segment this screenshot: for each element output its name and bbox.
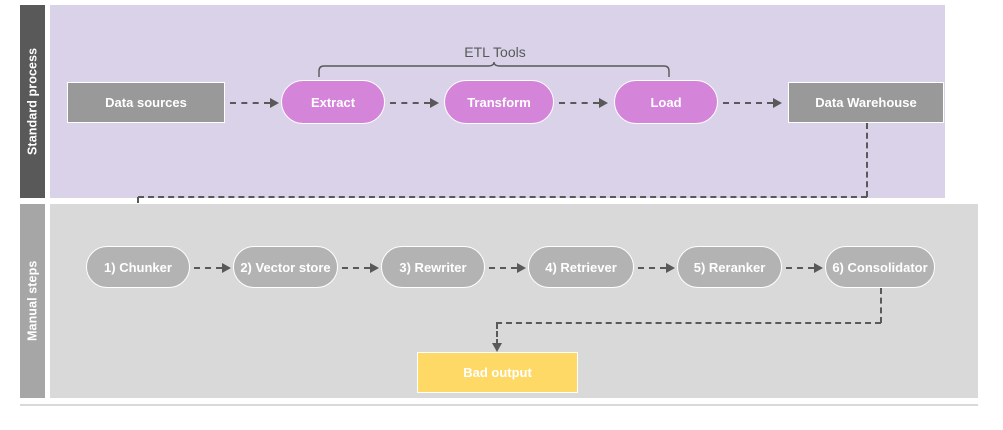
node-label: 4) Retriever	[545, 259, 617, 275]
node-label: 2) Vector store	[240, 259, 331, 275]
node-label: Load	[650, 94, 682, 110]
node-data-sources[interactable]: Data sources	[67, 82, 225, 123]
bracket-icon	[318, 61, 670, 77]
arrowhead-down-icon	[492, 343, 502, 352]
lane-label-text: Standard process	[25, 47, 40, 156]
connector-extract-to-transform	[390, 102, 430, 104]
connector-retriever-to-reranker	[638, 267, 666, 269]
connector-load-to-warehouse	[723, 102, 773, 104]
connector-consolidator-across	[496, 322, 881, 324]
connector-warehouse-across	[138, 196, 867, 198]
connector-into-bad-output	[496, 323, 498, 345]
node-label: Transform	[467, 94, 531, 110]
connector-reranker-to-consolidator	[786, 267, 814, 269]
arrowhead-right-icon	[599, 98, 608, 108]
arrowhead-right-icon	[666, 263, 675, 273]
connector-chunker-to-vector-store	[194, 267, 222, 269]
connector-vector-store-to-rewriter	[342, 267, 370, 269]
arrowhead-right-icon	[270, 98, 279, 108]
node-load[interactable]: Load	[614, 80, 718, 124]
arrowhead-right-icon	[773, 98, 782, 108]
connector-data-sources-to-extract	[230, 102, 270, 104]
node-label: 3) Rewriter	[399, 259, 467, 275]
node-extract[interactable]: Extract	[281, 80, 385, 124]
arrowhead-right-icon	[430, 98, 439, 108]
node-retriever[interactable]: 4) Retriever	[528, 246, 634, 288]
connector-consolidator-down	[880, 288, 882, 323]
lane-label-standard-process: Standard process	[20, 5, 45, 198]
arrowhead-right-icon	[814, 263, 823, 273]
node-label: 1) Chunker	[104, 259, 172, 275]
arrowhead-right-icon	[222, 263, 231, 273]
node-label: Data sources	[105, 95, 187, 110]
node-rewriter[interactable]: 3) Rewriter	[381, 246, 485, 288]
node-label: Data Warehouse	[815, 95, 917, 110]
etl-tools-bracket	[318, 61, 670, 78]
node-label: Extract	[310, 94, 356, 110]
node-bad-output[interactable]: Bad output	[417, 352, 578, 393]
node-transform[interactable]: Transform	[444, 80, 554, 124]
node-label: 5) Reranker	[693, 259, 766, 275]
connector-transform-to-load	[559, 102, 599, 104]
node-label: 6) Consolidator	[832, 259, 928, 275]
node-data-warehouse[interactable]: Data Warehouse	[788, 82, 944, 123]
arrowhead-right-icon	[370, 263, 379, 273]
arrowhead-right-icon	[517, 263, 526, 273]
lane-label-manual-steps: Manual steps	[20, 204, 45, 398]
node-chunker[interactable]: 1) Chunker	[86, 246, 190, 288]
node-vector-store[interactable]: 2) Vector store	[233, 246, 338, 288]
connector-warehouse-down	[866, 123, 868, 197]
bottom-divider	[20, 404, 978, 406]
node-reranker[interactable]: 5) Reranker	[677, 246, 782, 288]
etl-tools-label: ETL Tools	[464, 44, 526, 60]
connector-rewriter-to-retriever	[489, 267, 517, 269]
node-consolidator[interactable]: 6) Consolidator	[825, 246, 935, 288]
node-label: Bad output	[463, 365, 532, 380]
lane-label-text: Manual steps	[25, 260, 40, 342]
